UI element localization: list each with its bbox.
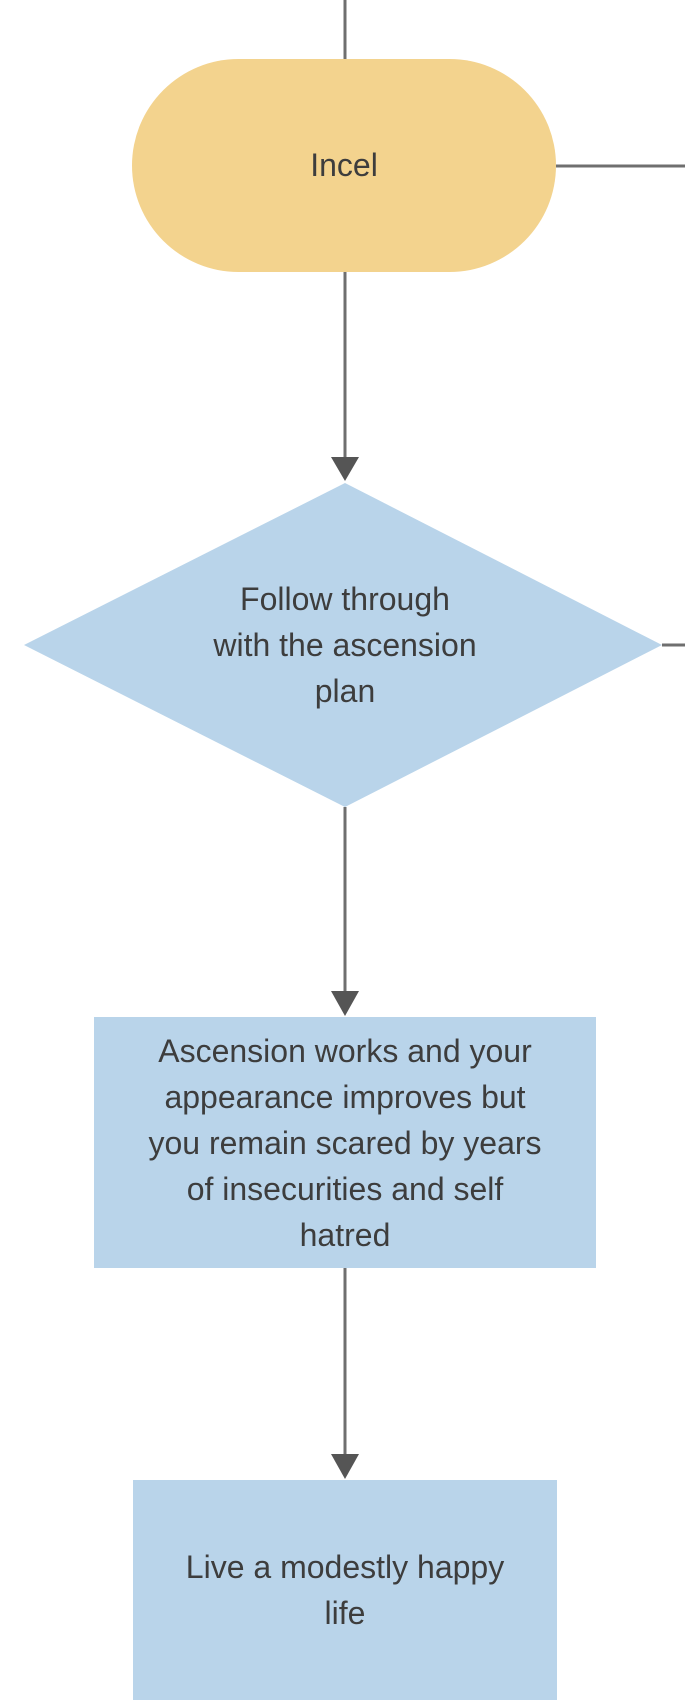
decision-label: Follow through with the ascension plan bbox=[213, 581, 477, 709]
process-node-ascension-outcome[interactable]: Ascension works and your appearance impr… bbox=[94, 1017, 596, 1268]
decision-node[interactable]: Follow through with the ascension plan bbox=[150, 560, 540, 730]
decision-diamond-shape bbox=[24, 483, 662, 807]
arrowhead-process-1-to-process-2 bbox=[331, 1454, 359, 1479]
start-terminal-node[interactable]: Incel bbox=[132, 59, 556, 272]
arrowhead-start-to-decision bbox=[331, 457, 359, 481]
start-terminal-label: Incel bbox=[310, 147, 378, 183]
process-node-happy-life-label: Live a modestly happy life bbox=[185, 1549, 505, 1631]
arrowhead-decision-to-process-1 bbox=[331, 991, 359, 1016]
process-node-happy-life[interactable]: Live a modestly happy life bbox=[133, 1480, 557, 1700]
process-node-ascension-outcome-label: Ascension works and your appearance impr… bbox=[148, 1032, 542, 1253]
